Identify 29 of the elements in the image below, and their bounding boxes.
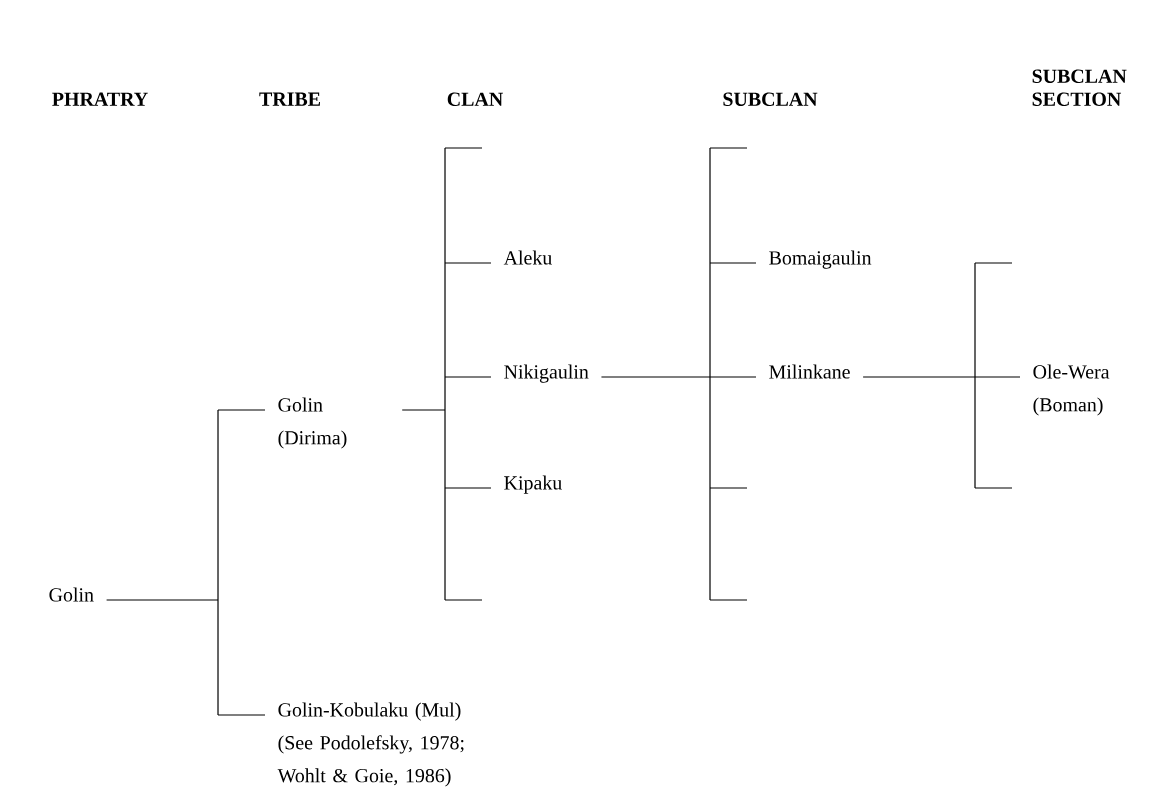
column-heading: SUBCLAN SECTION	[1032, 69, 1127, 106]
bracket-line	[401, 147, 446, 601]
bracket-line	[600, 147, 711, 601]
column-heading: TRIBE	[259, 92, 320, 106]
branch-line	[444, 376, 492, 378]
column-heading: PHRATRY	[52, 92, 148, 106]
bracket-line	[862, 262, 976, 489]
group-name: Golin-Kobulaku (Mul) (See Podolefsky, 1978; Wohlt & Goie, 1986)	[277, 702, 464, 787]
branch-line	[709, 262, 757, 264]
empty-branch-line	[709, 147, 748, 601]
group-name: Ole-Wera (Boman)	[1033, 364, 1110, 416]
branch-line	[444, 487, 492, 489]
group-name: Aleku	[503, 250, 552, 265]
group-name: Kipaku	[504, 475, 562, 494]
empty-branch-line	[974, 262, 1013, 489]
group-name: Milinkane	[769, 364, 850, 379]
branch-line	[974, 376, 1021, 378]
column-heading: SUBCLAN	[723, 92, 818, 106]
group-name: Nikigaulin	[504, 364, 589, 383]
bracket-line	[106, 409, 219, 716]
empty-branch-line	[444, 147, 483, 601]
group-name: Golin	[49, 587, 94, 602]
column-heading: CLAN	[447, 92, 503, 106]
branch-line	[444, 262, 492, 264]
branch-line	[217, 409, 266, 411]
branch-line	[217, 714, 266, 716]
branch-line	[709, 376, 757, 378]
group-name: Golin (Dirima)	[278, 397, 347, 449]
group-name: Bomaigaulin	[769, 250, 872, 269]
